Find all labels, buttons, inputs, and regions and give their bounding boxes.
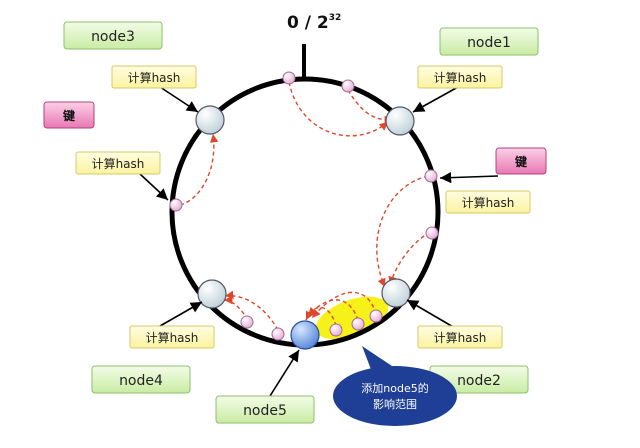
svg-text:node2: node2 bbox=[457, 373, 501, 389]
pointer-node1 bbox=[412, 86, 459, 113]
ring-origin-label: 0 / 232 bbox=[287, 13, 341, 33]
arrow-key-to-node2-b bbox=[388, 231, 431, 286]
svg-text:node4: node4 bbox=[119, 373, 163, 389]
svg-text:键: 键 bbox=[62, 108, 75, 123]
node5-point bbox=[290, 320, 320, 350]
node3-label-box: node3 bbox=[63, 21, 163, 50]
node2-label-box: node2 bbox=[429, 365, 529, 394]
svg-text:添加node5的: 添加node5的 bbox=[361, 381, 428, 395]
key-dot bbox=[369, 309, 383, 323]
pointer-node2 bbox=[406, 299, 456, 329]
svg-text:计算hash: 计算hash bbox=[92, 156, 145, 171]
node5-impact-callout: 添加node5的 影响范围 bbox=[333, 346, 457, 426]
arrow-key-to-node4-a bbox=[224, 290, 279, 331]
svg-text:计算hash: 计算hash bbox=[434, 70, 487, 85]
hash-box-left-key: 计算hash bbox=[75, 151, 161, 175]
pointer-arrows bbox=[139, 86, 499, 397]
svg-text:node1: node1 bbox=[467, 35, 511, 51]
key-dot bbox=[271, 327, 285, 341]
node5-label-box: node5 bbox=[215, 395, 315, 424]
node3-point bbox=[195, 105, 225, 135]
svg-text:计算hash: 计算hash bbox=[462, 195, 515, 210]
node2-point bbox=[381, 278, 411, 308]
hash-box-right-key: 计算hash bbox=[445, 190, 531, 214]
key-box-right: 键 bbox=[495, 147, 547, 175]
arrow-key-to-node3 bbox=[179, 133, 219, 206]
svg-text:影响范围: 影响范围 bbox=[373, 397, 417, 411]
arrow-key-to-node1-a bbox=[288, 81, 389, 137]
key-dot bbox=[425, 226, 439, 240]
key-points bbox=[169, 71, 439, 341]
key-dot bbox=[240, 315, 254, 329]
key-dot bbox=[424, 169, 438, 183]
lookup-arrows bbox=[179, 81, 431, 331]
pointer-left-key bbox=[139, 173, 169, 201]
key-dot bbox=[282, 71, 296, 85]
arrow-key-to-node1-b bbox=[347, 89, 394, 125]
node4-label-box: node4 bbox=[91, 365, 191, 394]
arrow-key-to-node5-c bbox=[311, 291, 377, 319]
key-box-left: 键 bbox=[43, 101, 95, 129]
node4-point bbox=[197, 279, 227, 309]
node1-label-box: node1 bbox=[439, 27, 539, 56]
server-nodes bbox=[195, 105, 415, 350]
svg-text:计算hash: 计算hash bbox=[434, 330, 487, 345]
hash-box-node1: 计算hash bbox=[417, 65, 503, 89]
svg-text:node3: node3 bbox=[91, 29, 135, 45]
arrow-key-to-node5-a bbox=[305, 306, 337, 327]
hash-box-node3: 计算hash bbox=[111, 65, 197, 89]
pointer-node4 bbox=[159, 301, 203, 327]
key-dot bbox=[351, 317, 365, 331]
key-dot bbox=[341, 79, 355, 93]
pointer-node5 bbox=[269, 349, 300, 397]
arrow-key-to-node4-b bbox=[223, 295, 249, 321]
svg-text:计算hash: 计算hash bbox=[128, 70, 181, 85]
arrow-key-to-node2-a bbox=[376, 175, 429, 288]
node1-point bbox=[385, 106, 415, 136]
key-dot bbox=[329, 323, 343, 337]
hash-box-node2: 计算hash bbox=[417, 325, 503, 349]
key-dot bbox=[169, 198, 183, 212]
svg-text:计算hash: 计算hash bbox=[146, 330, 199, 345]
pointer-node3 bbox=[159, 86, 199, 113]
pointer-right-key bbox=[439, 172, 499, 184]
svg-text:node5: node5 bbox=[243, 403, 287, 419]
svg-text:键: 键 bbox=[514, 154, 527, 169]
hash-box-node4: 计算hash bbox=[129, 325, 215, 349]
